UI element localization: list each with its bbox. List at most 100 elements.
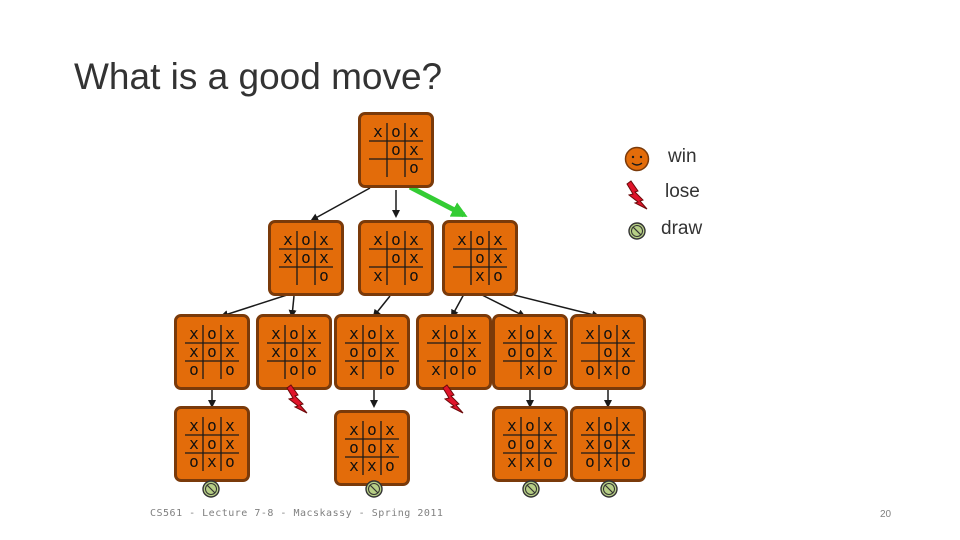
board-cell: x bbox=[319, 230, 329, 249]
board-cell bbox=[369, 249, 387, 267]
board-cell: o bbox=[525, 416, 535, 435]
board-cell: o bbox=[391, 122, 401, 141]
board-cell: o bbox=[385, 360, 395, 379]
board-cell: x bbox=[543, 416, 553, 435]
board-cell: x bbox=[431, 324, 441, 343]
board-cell: x bbox=[603, 360, 613, 379]
board-cell: x bbox=[271, 342, 281, 361]
lightning-bolt-icon bbox=[286, 384, 308, 419]
board-grid-lines bbox=[453, 231, 507, 285]
board-cell: x bbox=[525, 360, 535, 379]
board-grid-lines bbox=[345, 325, 399, 379]
lightning-bolt-icon bbox=[442, 384, 464, 419]
board-cell bbox=[279, 267, 297, 285]
board-cell: x bbox=[225, 342, 235, 361]
board-grid-lines bbox=[503, 325, 557, 379]
board-cell: x bbox=[507, 416, 517, 435]
board-cell: x bbox=[349, 420, 359, 439]
board-cell: x bbox=[189, 416, 199, 435]
board-cell: o bbox=[621, 452, 631, 471]
board-cell: o bbox=[603, 324, 613, 343]
board-cell: x bbox=[189, 324, 199, 343]
board-cell: o bbox=[189, 360, 199, 379]
board-cell: x bbox=[543, 342, 553, 361]
board-cell: x bbox=[621, 324, 631, 343]
board-cell: o bbox=[207, 324, 217, 343]
board-cell: o bbox=[301, 230, 311, 249]
board-cell: x bbox=[207, 452, 217, 471]
board-cell bbox=[297, 267, 315, 285]
board-cell: x bbox=[385, 342, 395, 361]
board-cell: o bbox=[525, 434, 535, 453]
board-cell: o bbox=[585, 452, 595, 471]
board-cell: x bbox=[507, 452, 517, 471]
board-cell: o bbox=[467, 360, 477, 379]
board-cell: o bbox=[409, 266, 419, 285]
board-cell: o bbox=[289, 324, 299, 343]
draw-circle-icon bbox=[201, 479, 221, 504]
board-cell: x bbox=[307, 324, 317, 343]
board-cell: x bbox=[283, 248, 293, 267]
board-cell: o bbox=[475, 248, 485, 267]
board-cell: o bbox=[367, 342, 377, 361]
board-cell: x bbox=[493, 230, 503, 249]
board-cell bbox=[453, 267, 471, 285]
board-cell: x bbox=[525, 452, 535, 471]
board-cell: x bbox=[373, 122, 383, 141]
board-cell: o bbox=[525, 324, 535, 343]
board-cell: x bbox=[385, 438, 395, 457]
board-grid-lines bbox=[427, 325, 481, 379]
board-cell: x bbox=[225, 416, 235, 435]
board-cell: x bbox=[603, 452, 613, 471]
board-cell: x bbox=[319, 248, 329, 267]
board-grid-lines bbox=[279, 231, 333, 285]
board-cell: x bbox=[385, 420, 395, 439]
board-cell: x bbox=[409, 230, 419, 249]
board-cell: o bbox=[391, 248, 401, 267]
board-cell: x bbox=[585, 434, 595, 453]
edge-l1c-l2e bbox=[479, 293, 526, 317]
legend-lose-label: lose bbox=[665, 181, 700, 202]
board-cell: o bbox=[449, 360, 459, 379]
board-cell: o bbox=[507, 434, 517, 453]
board-cell: o bbox=[207, 342, 217, 361]
board-cell bbox=[387, 159, 405, 177]
board-cell: x bbox=[467, 342, 477, 361]
board-cell: o bbox=[349, 342, 359, 361]
board-cell: o bbox=[543, 452, 553, 471]
draw-circle-icon bbox=[627, 221, 647, 246]
smiley-face-icon bbox=[624, 146, 650, 177]
board-cell bbox=[427, 343, 445, 361]
board-cell: x bbox=[307, 342, 317, 361]
board-cell: x bbox=[349, 360, 359, 379]
board-cell: o bbox=[603, 342, 613, 361]
board-cell: x bbox=[349, 324, 359, 343]
board-cell: x bbox=[373, 266, 383, 285]
board-grid-lines bbox=[345, 421, 399, 475]
board-cell: o bbox=[475, 230, 485, 249]
lightning-bolt-icon bbox=[626, 180, 648, 215]
board-grid-lines bbox=[581, 417, 635, 471]
board-cell: o bbox=[621, 360, 631, 379]
board-cell bbox=[503, 361, 521, 379]
draw-circle-icon bbox=[364, 479, 384, 504]
board-cell: x bbox=[621, 416, 631, 435]
board-cell: o bbox=[525, 342, 535, 361]
board-cell: x bbox=[621, 434, 631, 453]
board-cell: o bbox=[367, 324, 377, 343]
board-cell: o bbox=[585, 360, 595, 379]
board-cell: o bbox=[507, 342, 517, 361]
